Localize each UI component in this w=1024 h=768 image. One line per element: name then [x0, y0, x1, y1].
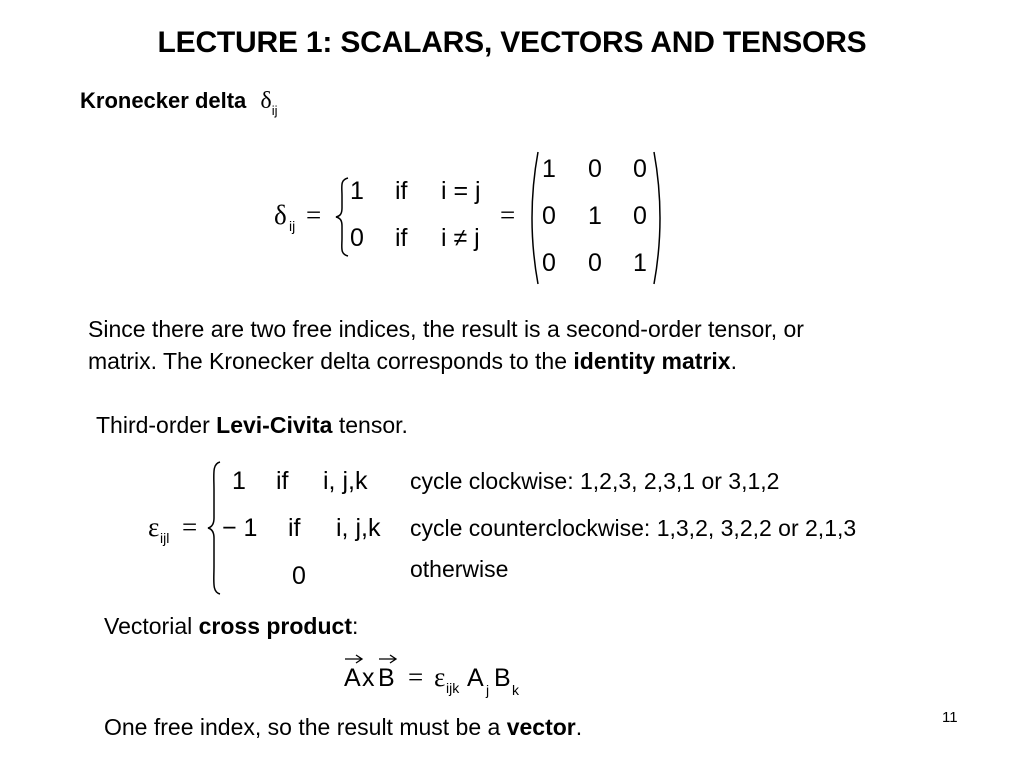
matrix-cell: 0: [588, 155, 602, 183]
component-b: B: [494, 664, 511, 692]
conclusion-end: .: [575, 714, 583, 740]
matrix-right-paren: [653, 151, 661, 285]
matrix-cell: 1: [542, 155, 556, 183]
cross-product-intro-text: Vectorial: [104, 613, 199, 639]
matrix-left-paren: [531, 151, 539, 285]
matrix-equals-sign: =: [500, 200, 516, 230]
delta-equals-sign: =: [306, 200, 322, 230]
delta-lhs-symbol: δ: [274, 200, 287, 230]
matrix-cell: 0: [542, 202, 556, 230]
epsilon-lhs-symbol: ε: [148, 512, 160, 542]
delta-case1-value: 1: [350, 177, 364, 205]
kronecker-paragraph: Since there are two free indices, the re…: [88, 313, 804, 377]
epsilon-equals-sign: =: [182, 512, 198, 542]
delta-case2-condition: i ≠ j: [441, 224, 480, 252]
vector-b: B: [378, 664, 395, 692]
component-a-subscript: j: [486, 682, 490, 698]
delta-case2-value: 0: [350, 224, 364, 252]
levi-civita-intro: Third-order Levi-Civita tensor.: [96, 409, 408, 441]
vector-arrow-a: [345, 654, 364, 664]
epsilon-case1-indices: i, j,k: [323, 467, 368, 495]
delta-lhs-subscript: ij: [289, 218, 296, 234]
delta-case1-if: if: [395, 177, 408, 205]
vector-arrow-b: [379, 654, 398, 664]
epsilon-case2-if: if: [288, 514, 301, 542]
levi-civita-intro-end: tensor.: [332, 412, 408, 438]
identity-matrix-term: identity matrix: [573, 348, 731, 374]
paragraph-line-2: matrix. The Kronecker delta corresponds …: [88, 345, 804, 377]
epsilon-subscript: ijk: [446, 680, 460, 696]
delta-left-brace: [335, 177, 349, 257]
epsilon-case1-description: cycle clockwise: 1,2,3, 2,3,1 or 3,1,2: [410, 468, 780, 494]
epsilon-left-brace: [207, 461, 221, 595]
component-a: A: [467, 664, 484, 692]
delta-symbol: δ: [260, 88, 272, 114]
matrix-cell: 0: [542, 249, 556, 277]
epsilon-case2-description: cycle counterclockwise: 1,3,2, 3,2,2 or …: [410, 515, 857, 541]
paragraph-line-2-end: .: [730, 348, 737, 374]
cross-product-term: cross product: [198, 613, 352, 639]
matrix-cell: 0: [633, 155, 647, 183]
epsilon-case2-value: − 1: [222, 514, 258, 542]
epsilon-lhs-subscript: ijl: [160, 530, 170, 546]
cross-product-intro: Vectorial cross product:: [104, 610, 358, 642]
cross-product-intro-end: :: [351, 613, 359, 639]
matrix-cell: 0: [588, 249, 602, 277]
page-number: 11: [942, 709, 958, 726]
delta-case2-if: if: [395, 224, 408, 252]
epsilon-case3-description: otherwise: [410, 556, 509, 582]
vector-a: A: [344, 664, 361, 692]
matrix-cell: 1: [633, 249, 647, 277]
epsilon-case2-indices: i, j,k: [336, 514, 381, 542]
cross-symbol: x: [362, 664, 375, 692]
epsilon-case1-if: if: [276, 467, 289, 495]
cross-product-conclusion: One free index, so the result must be a …: [104, 711, 582, 743]
levi-civita-intro-text: Third-order: [96, 412, 217, 438]
paragraph-line-2-text: matrix. The Kronecker delta corresponds …: [88, 348, 574, 374]
kronecker-heading: Kronecker delta δij: [80, 88, 278, 118]
matrix-cell: 1: [588, 202, 602, 230]
matrix-cell: 0: [633, 202, 647, 230]
slide-title: LECTURE 1: SCALARS, VECTORS AND TENSORS: [157, 26, 867, 59]
epsilon-case3-value: 0: [292, 562, 306, 590]
cross-equals-sign: =: [408, 662, 424, 692]
vector-term: vector: [506, 714, 576, 740]
paragraph-line-1: Since there are two free indices, the re…: [88, 316, 804, 342]
delta-case1-condition: i = j: [441, 177, 481, 205]
kronecker-heading-text: Kronecker delta: [80, 88, 247, 113]
component-b-subscript: k: [512, 682, 519, 698]
delta-subscript: ij: [271, 103, 278, 118]
epsilon-case1-value: 1: [232, 467, 246, 495]
epsilon-symbol: ε: [434, 662, 446, 692]
levi-civita-term: Levi-Civita: [216, 412, 333, 438]
conclusion-text: One free index, so the result must be a: [104, 714, 507, 740]
